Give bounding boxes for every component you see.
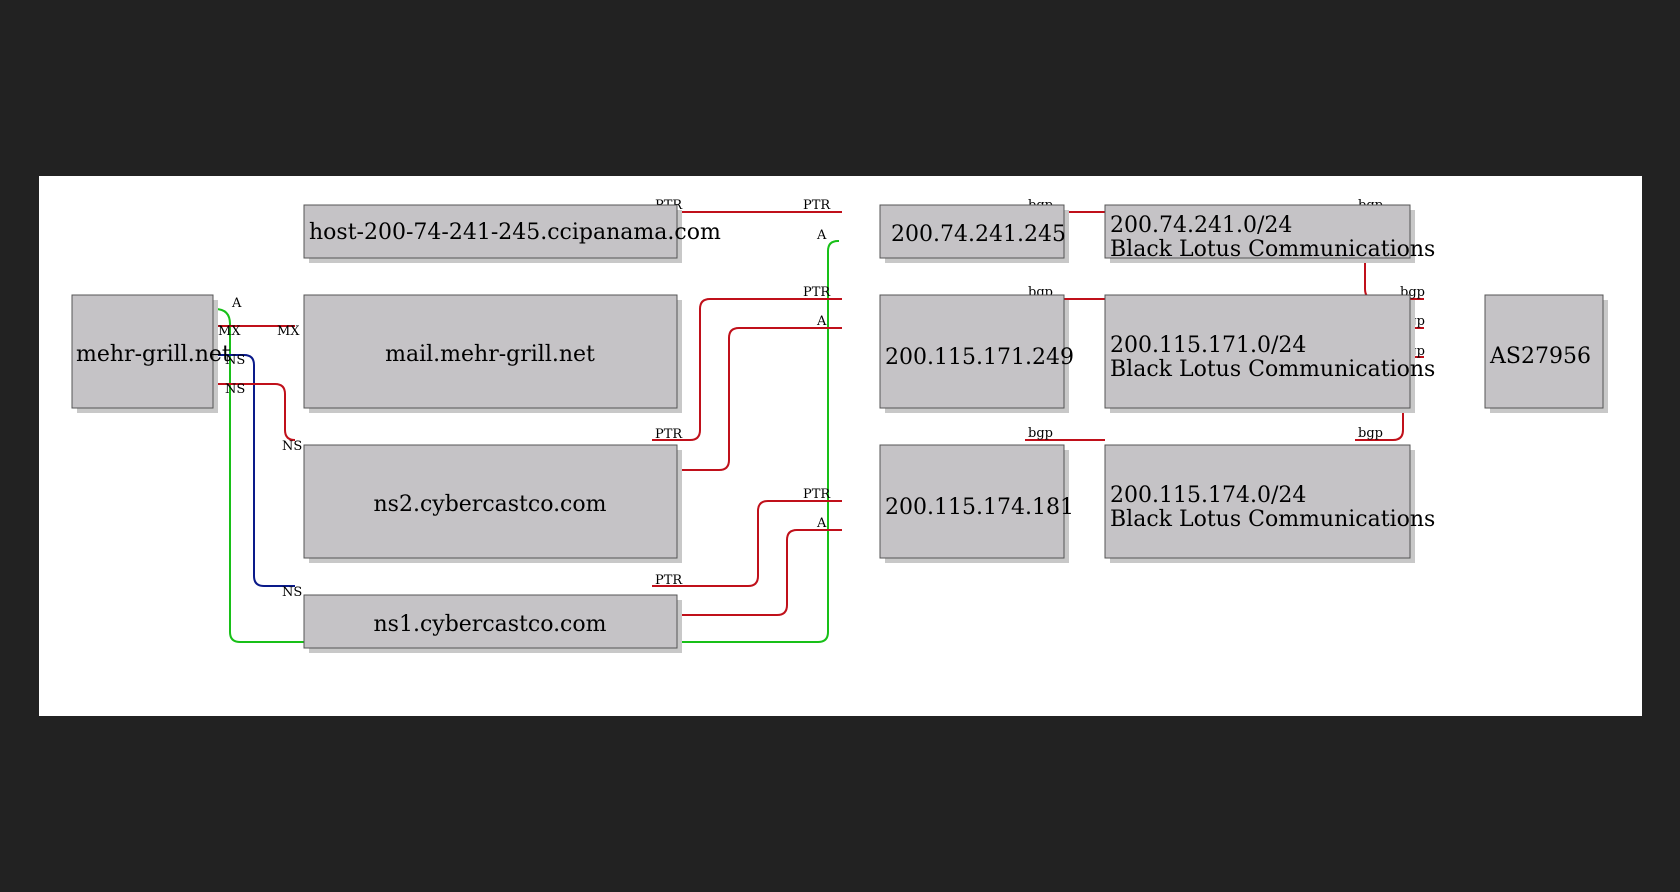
node-mehr-grill-label: mehr-grill.net xyxy=(76,342,231,367)
node-ip1[interactable]: 200.74.241.245 xyxy=(879,204,1069,263)
node-ip3[interactable]: 200.115.174.181 xyxy=(879,444,1074,563)
label-ptr-ip2: PTR xyxy=(803,285,831,300)
edge-ns-mehr-ns1 xyxy=(215,354,295,587)
node-net1-owner: Black Lotus Communications xyxy=(1110,237,1435,262)
node-ns1[interactable]: ns1.cybercastco.com xyxy=(303,594,682,653)
label-ns-mehr-2: NS xyxy=(225,382,245,397)
edge-a-ns1-ip3 xyxy=(652,529,842,616)
node-ip2-label: 200.115.171.249 xyxy=(885,345,1074,370)
label-bgp-ip3: bgp xyxy=(1028,426,1053,441)
label-a-ip2: A xyxy=(816,314,827,329)
node-net2-owner: Black Lotus Communications xyxy=(1110,357,1435,382)
node-net3-prefix: 200.115.174.0/24 xyxy=(1110,483,1306,508)
label-mx-mehr: MX xyxy=(218,324,241,339)
label-a-ip1: A xyxy=(816,228,827,243)
edge-a-mehr-ip1 xyxy=(214,240,839,643)
node-mehr-grill[interactable]: mehr-grill.net xyxy=(71,294,231,413)
label-ns-mehr-1: NS xyxy=(225,353,245,368)
label-ns-ns2: NS xyxy=(282,439,302,454)
node-net3[interactable]: 200.115.174.0/24 Black Lotus Communicati… xyxy=(1104,444,1435,563)
edge-ns-mehr-ns2 xyxy=(215,383,296,441)
edge-ptr-ns2-ip2 xyxy=(652,298,842,441)
node-ns1-label: ns1.cybercastco.com xyxy=(374,612,607,637)
label-ptr-ns1: PTR xyxy=(655,573,683,588)
node-ip3-label: 200.115.174.181 xyxy=(885,495,1074,520)
label-a-mehr: A xyxy=(231,296,242,311)
node-host[interactable]: host-200-74-241-245.ccipanama.com xyxy=(303,204,721,263)
label-ptr-ip3: PTR xyxy=(803,487,831,502)
node-ip2[interactable]: 200.115.171.249 xyxy=(879,294,1074,413)
label-ptr-ns2: PTR xyxy=(655,427,683,442)
node-as-label: AS27956 xyxy=(1489,344,1591,369)
node-net1-prefix: 200.74.241.0/24 xyxy=(1110,213,1292,238)
node-net2[interactable]: 200.115.171.0/24 Black Lotus Communicati… xyxy=(1104,294,1435,413)
label-ns-ns1: NS xyxy=(282,585,302,600)
node-host-label: host-200-74-241-245.ccipanama.com xyxy=(309,220,721,245)
node-ns2[interactable]: ns2.cybercastco.com xyxy=(303,444,682,563)
node-ip1-label: 200.74.241.245 xyxy=(891,222,1066,247)
node-net3-owner: Black Lotus Communications xyxy=(1110,507,1435,532)
label-mx-mail: MX xyxy=(277,324,300,339)
edge-a-ns2-ip2 xyxy=(652,327,842,471)
node-net2-prefix: 200.115.171.0/24 xyxy=(1110,333,1306,358)
label-bgp-net3: bgp xyxy=(1358,426,1383,441)
edge-ptr-ns1-ip3 xyxy=(652,500,842,587)
node-mail[interactable]: mail.mehr-grill.net xyxy=(303,294,682,413)
label-ptr-ip1: PTR xyxy=(803,198,831,213)
node-mail-label: mail.mehr-grill.net xyxy=(385,342,595,367)
node-ns2-label: ns2.cybercastco.com xyxy=(374,492,607,517)
network-graph: A MX MX NS NS NS NS PTR PTR A PTR A PTR … xyxy=(71,198,1608,653)
diagram-canvas: A MX MX NS NS NS NS PTR PTR A PTR A PTR … xyxy=(39,176,1642,716)
node-as[interactable]: AS27956 xyxy=(1484,294,1608,413)
label-a-ip3: A xyxy=(816,516,827,531)
node-net1[interactable]: 200.74.241.0/24 Black Lotus Communicatio… xyxy=(1104,204,1435,263)
